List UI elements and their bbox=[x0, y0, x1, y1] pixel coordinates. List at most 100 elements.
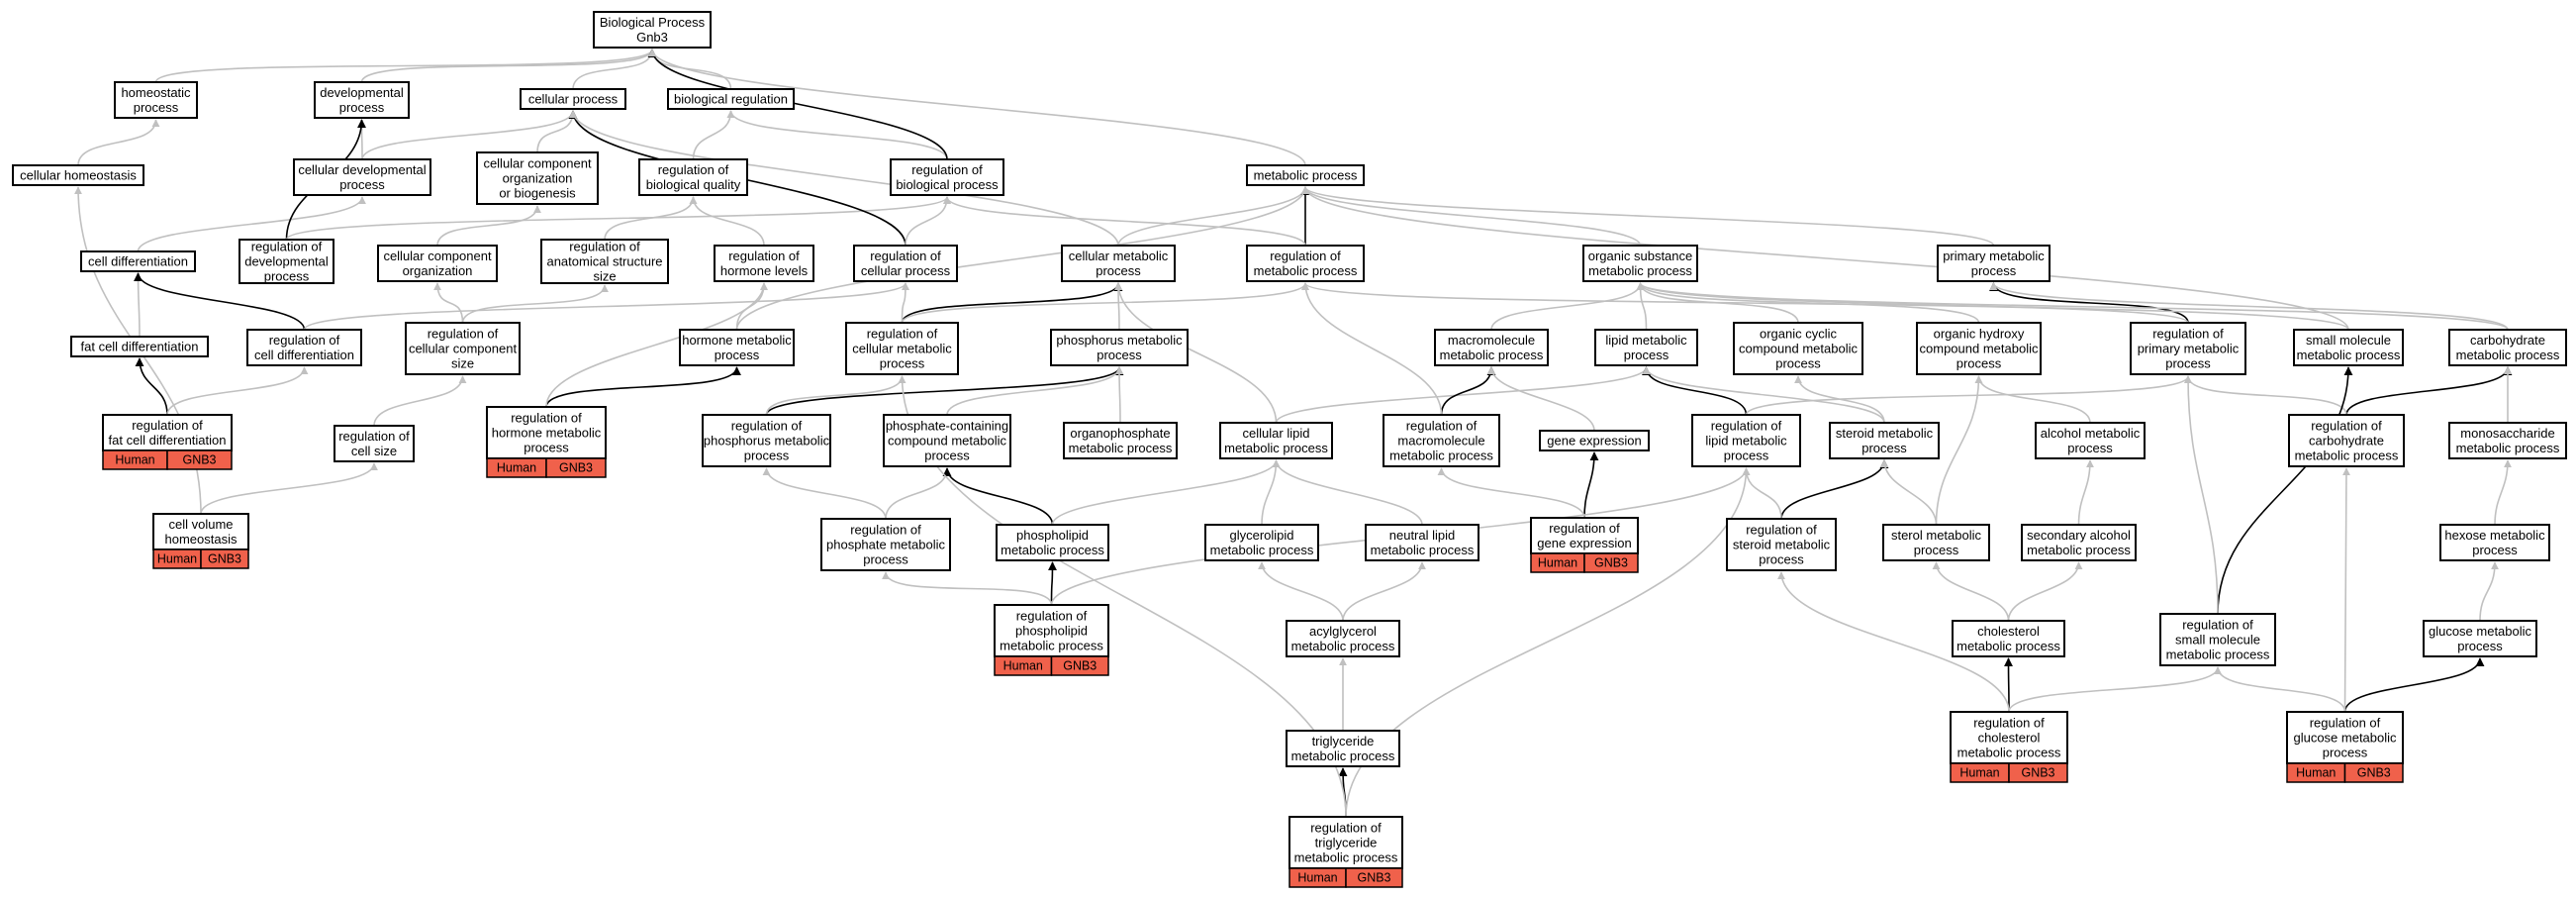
node-label-line: secondary alcohol bbox=[2027, 528, 2131, 543]
go-term-cell-diff[interactable]: cell differentiation bbox=[80, 250, 196, 272]
node-label-line: homeostasis bbox=[165, 532, 238, 547]
node-label-line: phospholipid bbox=[1015, 624, 1088, 639]
node-box bbox=[246, 329, 362, 366]
node-label-line: metabolic process bbox=[2027, 543, 2131, 557]
edge-reg-phosphate-to-reg-phosphorus bbox=[762, 467, 887, 520]
node-label-line: glycerolipid bbox=[1229, 528, 1293, 543]
node-box bbox=[2448, 329, 2567, 366]
node-label-line: metabolic process bbox=[1371, 543, 1475, 557]
edge-reg-primary-to-primary-metab bbox=[1989, 282, 2189, 324]
edge-steroid-metab-to-lipid-metab bbox=[1642, 366, 1885, 424]
node-box bbox=[1286, 620, 1400, 657]
go-term-cell-homeo[interactable]: cellular homeostasis bbox=[12, 164, 144, 186]
go-term-gene-expr[interactable]: gene expression bbox=[1539, 430, 1650, 451]
node-box bbox=[2130, 322, 2246, 375]
go-term-fat-diff[interactable]: fat cell differentiation bbox=[70, 336, 209, 357]
node-label-line: regulation of bbox=[911, 162, 983, 177]
node-label-line: fat cell differentiation bbox=[81, 340, 199, 354]
go-term-cellular-process[interactable]: cellular process bbox=[520, 88, 626, 110]
node-box bbox=[70, 336, 209, 357]
node-label-line: organophosphate bbox=[1070, 426, 1170, 441]
edge-reg-hormone-lvl-to-reg-bioqual bbox=[689, 196, 765, 247]
node-label-line: metabolic process bbox=[2166, 648, 2270, 662]
node-label-line: regulation of bbox=[1746, 523, 1817, 538]
edge-organophos-to-phosphorus-metab bbox=[1115, 366, 1124, 424]
node-box bbox=[1829, 422, 1940, 459]
go-term-bioreg[interactable]: biological regulation bbox=[667, 88, 795, 110]
edge-reg-cholesterol-to-reg-small-mol bbox=[2008, 666, 2222, 713]
node-box bbox=[540, 239, 669, 284]
node-label-line: process bbox=[1097, 348, 1142, 362]
node-label-line: hormone levels bbox=[720, 263, 809, 278]
node-label-line: gene expression bbox=[1537, 536, 1631, 550]
gene-cell bbox=[2343, 762, 2404, 783]
node-label-line: cellular metabolic bbox=[852, 342, 952, 356]
edge-hexose-to-monosacch bbox=[2494, 459, 2512, 526]
go-term-metabolic[interactable]: metabolic process bbox=[1246, 164, 1365, 186]
node-label-line: metabolic process bbox=[2297, 348, 2401, 362]
node-label-line: regulation of bbox=[867, 327, 938, 342]
